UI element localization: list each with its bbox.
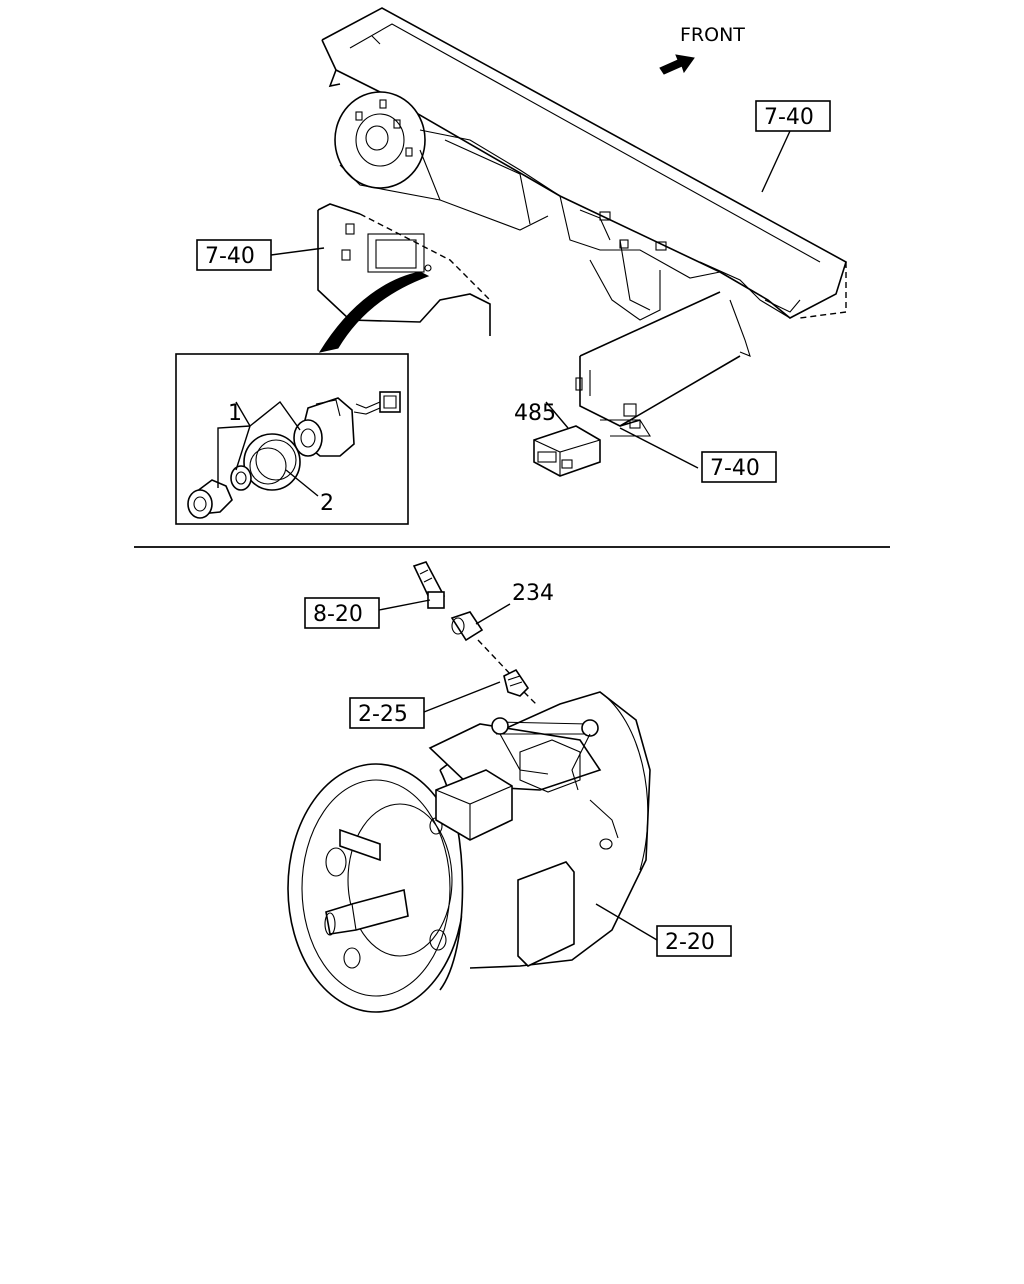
meter-back-panel xyxy=(317,203,491,336)
callout-detail-part-2: 2 xyxy=(320,491,334,516)
front-label: FRONT xyxy=(680,24,745,46)
ref-label: 8-20 xyxy=(313,602,363,627)
callout-meter-panel-ref: 7-40 xyxy=(196,239,325,271)
callout-module-part: 485 xyxy=(514,401,556,426)
dashboard-assembly xyxy=(321,7,847,437)
ref-label: 7-40 xyxy=(764,105,814,130)
callout-bracket-ref: 7-40 xyxy=(701,451,777,483)
callout-detail-part-1: 1 xyxy=(228,401,242,426)
callout-transmission-ref: 2-20 xyxy=(595,903,732,957)
callout-sensor-part: 234 xyxy=(512,581,554,606)
callout-harness-ref: 8-20 xyxy=(304,597,431,629)
ref-label: 2-20 xyxy=(665,930,715,955)
front-direction-indicator: FRONT xyxy=(659,24,745,75)
ref-label: 7-40 xyxy=(710,456,760,481)
front-arrow-icon xyxy=(659,54,695,75)
callout-dash-panel-ref: 7-40 xyxy=(755,100,831,193)
callout-adapter-ref: 2-25 xyxy=(349,681,501,729)
adapter xyxy=(503,668,539,707)
detail-pointer-arrow xyxy=(318,271,430,353)
ref-label: 2-25 xyxy=(358,702,408,727)
detail-box xyxy=(175,353,409,525)
harness-clip xyxy=(412,561,446,609)
transmission-assembly xyxy=(287,691,651,1013)
ref-label: 7-40 xyxy=(205,244,255,269)
speed-sensor xyxy=(450,603,513,677)
control-module xyxy=(533,401,699,477)
